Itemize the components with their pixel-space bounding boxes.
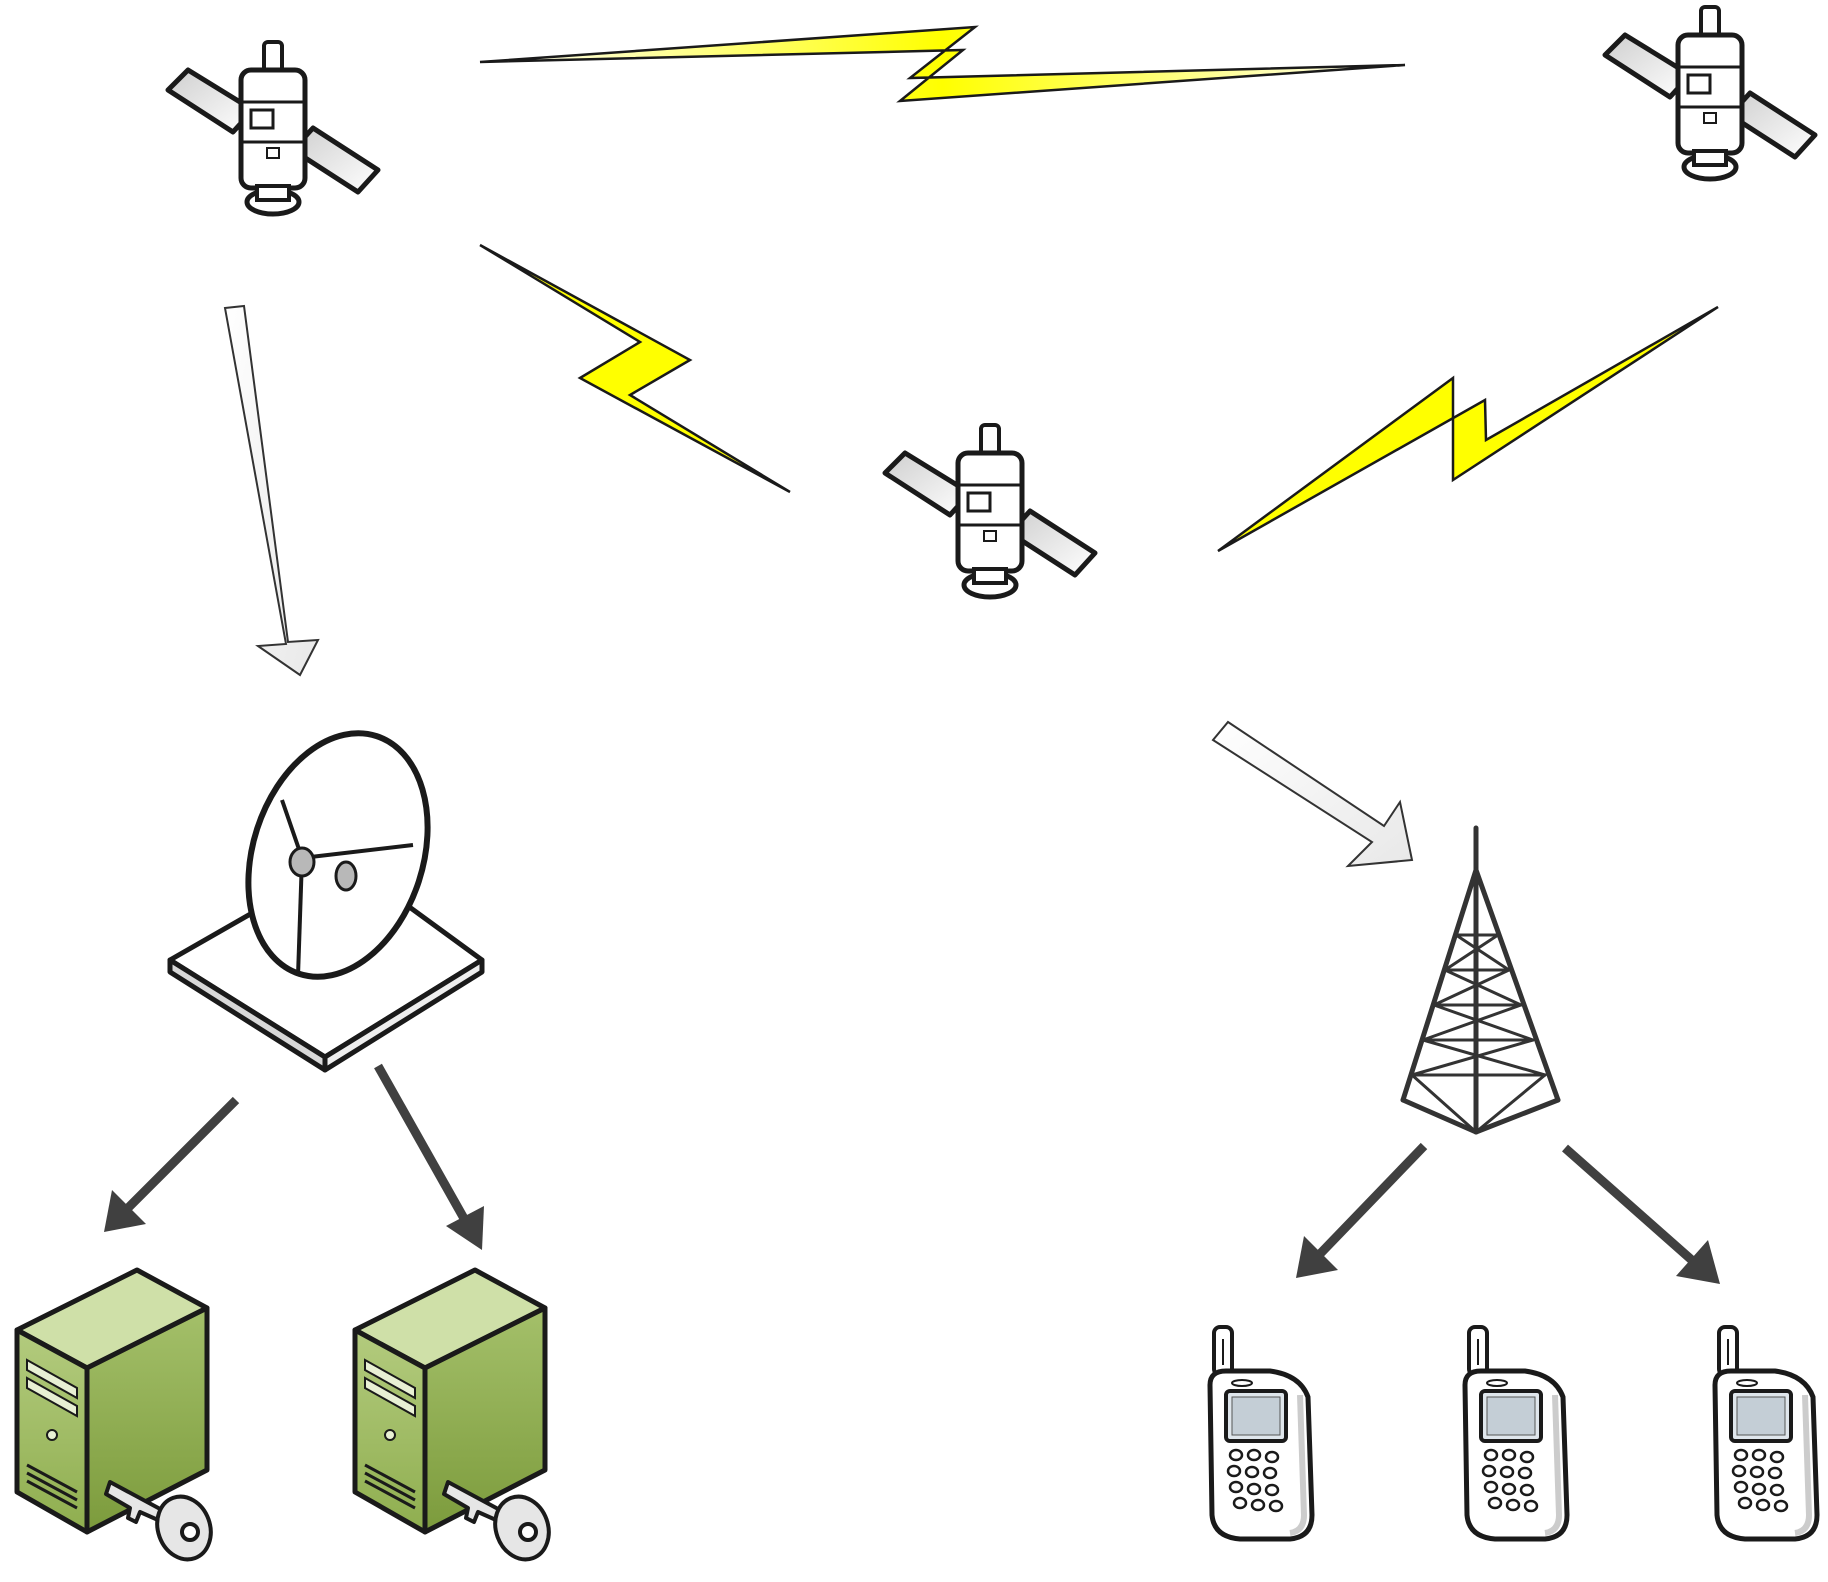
- mobile-phone-icon: [1210, 1327, 1312, 1539]
- link-arrow-phone-left: [1296, 1142, 1428, 1278]
- downlink-arrow-ground-station: [223, 304, 320, 677]
- satellite-icon: [168, 42, 378, 214]
- link-arrow-server-right: [374, 1063, 484, 1250]
- mobile-phone-icon: [1715, 1327, 1817, 1539]
- wireless-link-left-diagonal: [479, 243, 791, 494]
- radio-tower-icon: [1400, 825, 1561, 1135]
- link-arrow-phone-right: [1562, 1144, 1720, 1284]
- link-arrow-server-left: [104, 1096, 240, 1232]
- downlink-arrow-cell-tower: [1211, 720, 1414, 868]
- wireless-link-right-diagonal: [1217, 305, 1719, 553]
- satellite-dish-icon: [167, 730, 485, 1073]
- wireless-link-top: [479, 25, 1406, 103]
- secure-server-icon: [17, 1270, 219, 1567]
- satellite-icon: [1605, 7, 1815, 179]
- mobile-phone-icon: [1465, 1327, 1567, 1539]
- secure-server-icon: [355, 1270, 557, 1567]
- satellite-icon: [885, 425, 1095, 597]
